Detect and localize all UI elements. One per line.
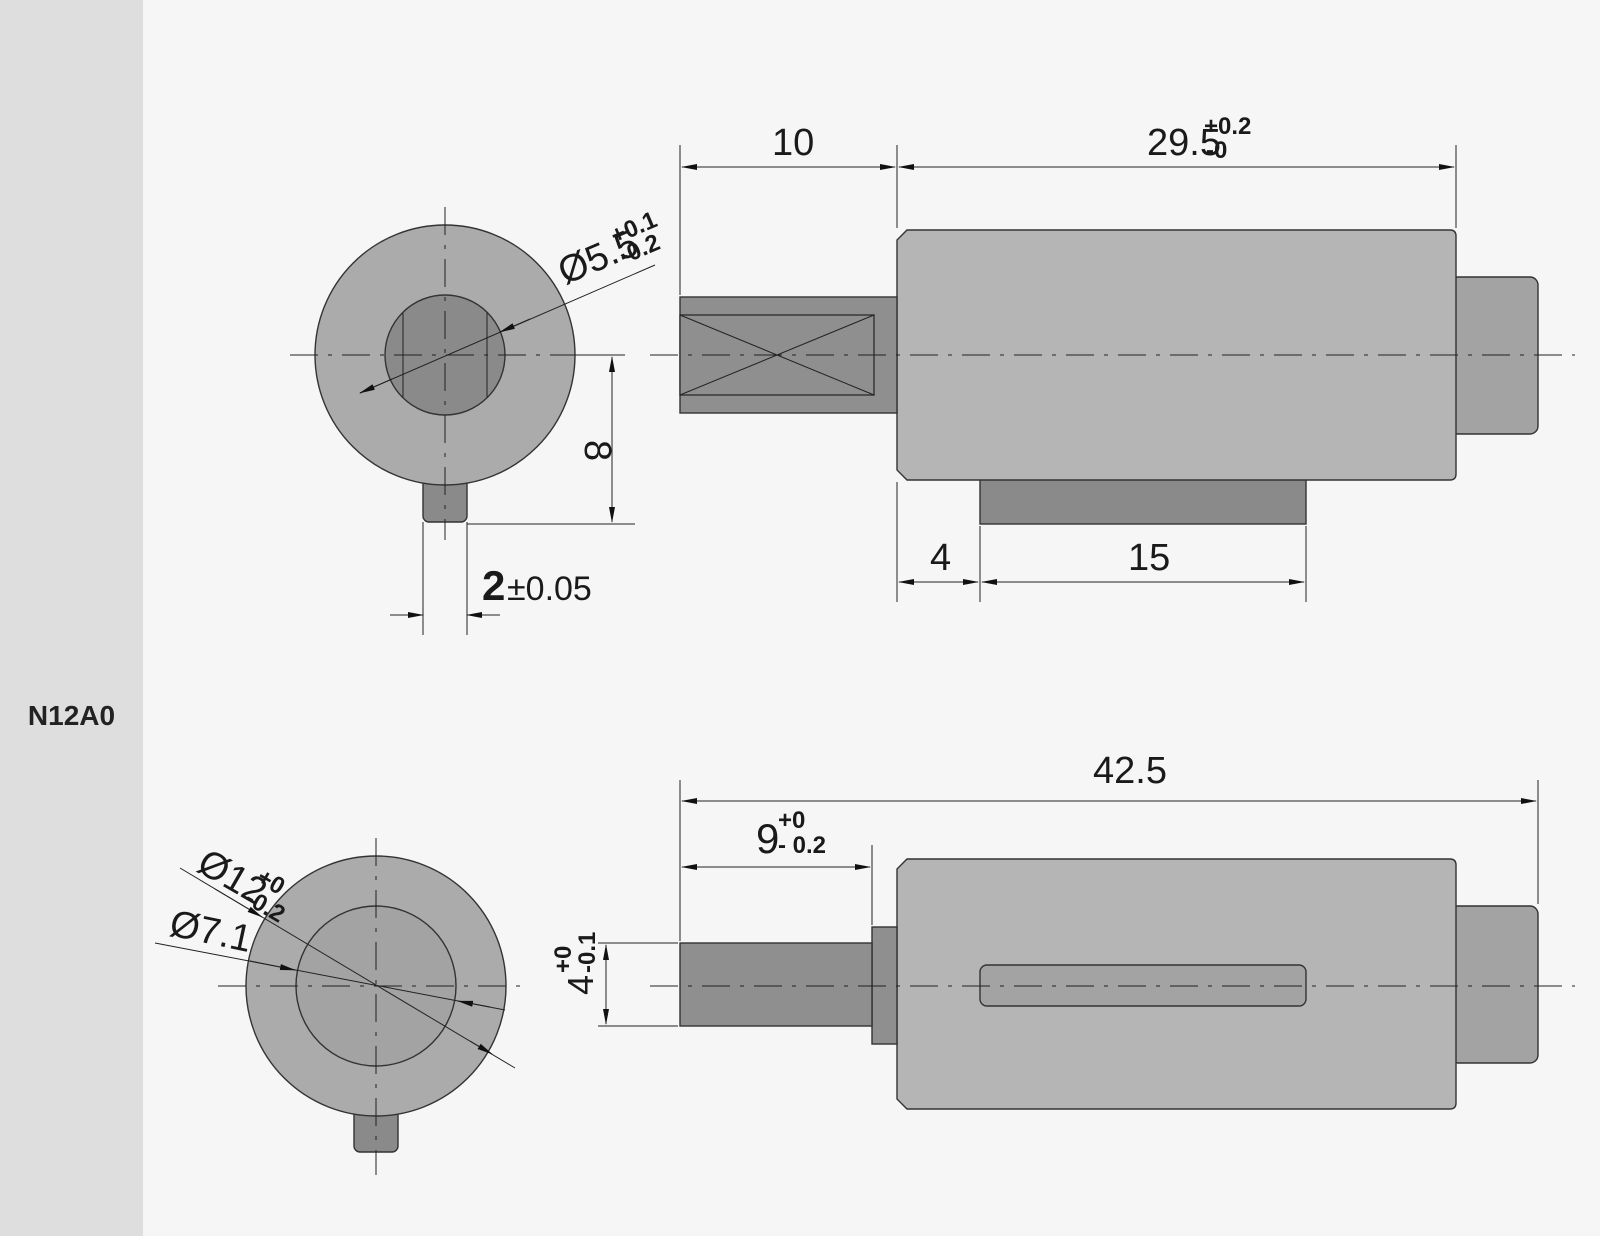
svg-text:4: 4 bbox=[560, 975, 601, 995]
top-end-view: Ø5.5 +0.1 -0.2 8 2 ±0.05 bbox=[290, 206, 664, 635]
top-terminal-width-label: 2 ±0.05 bbox=[482, 562, 592, 609]
sidebar: N12A0 bbox=[0, 0, 143, 1236]
top-terminal-length-label: 15 bbox=[1128, 537, 1170, 579]
svg-text:+0: +0 bbox=[550, 946, 577, 973]
top-body-length-label: 29.5 +0.2 -0 bbox=[1147, 113, 1251, 164]
svg-text:+0.2: +0.2 bbox=[1204, 113, 1251, 140]
svg-text:+0: +0 bbox=[778, 807, 805, 834]
svg-text:-0.1: -0.1 bbox=[574, 932, 601, 973]
bottom-shaft-collar bbox=[871, 926, 898, 1045]
top-terminal-bar bbox=[979, 477, 1307, 525]
model-label: N12A0 bbox=[27, 700, 116, 731]
top-shaft-diameter-label: Ø5.5 +0.1 -0.2 bbox=[552, 206, 664, 293]
svg-text:- 0.2: - 0.2 bbox=[778, 832, 826, 859]
svg-text:±0.05: ±0.05 bbox=[507, 570, 592, 608]
svg-text:9: 9 bbox=[756, 815, 779, 862]
bottom-side-view: 42.5 9 +0 - 0.2 4 +0 -0.1 bbox=[550, 750, 1575, 1110]
svg-text:29.5: 29.5 bbox=[1147, 122, 1221, 164]
bottom-total-length-label: 42.5 bbox=[1093, 750, 1167, 792]
top-terminal-offset-label: 4 bbox=[930, 537, 951, 579]
svg-text:2: 2 bbox=[482, 562, 505, 609]
bottom-end-view: Ø12 +0 -0.2 Ø7.1 bbox=[154, 838, 525, 1175]
bottom-inner-diameter-label: Ø7.1 bbox=[166, 903, 255, 961]
technical-drawing: Ø5.5 +0.1 -0.2 8 2 ±0.05 10 bbox=[154, 113, 1575, 1175]
svg-text:-0: -0 bbox=[1206, 137, 1227, 164]
bottom-shaft bbox=[679, 942, 873, 1027]
bottom-rear-cap bbox=[1449, 905, 1539, 1064]
top-shaft-length-label: 10 bbox=[772, 122, 814, 164]
top-side-view: 10 29.5 +0.2 -0 4 15 bbox=[650, 113, 1575, 602]
top-height-label: 8 bbox=[576, 440, 618, 461]
bottom-shaft-diameter-label: 4 +0 -0.1 bbox=[550, 932, 601, 995]
bottom-shaft-length-label: 9 +0 - 0.2 bbox=[756, 807, 826, 862]
